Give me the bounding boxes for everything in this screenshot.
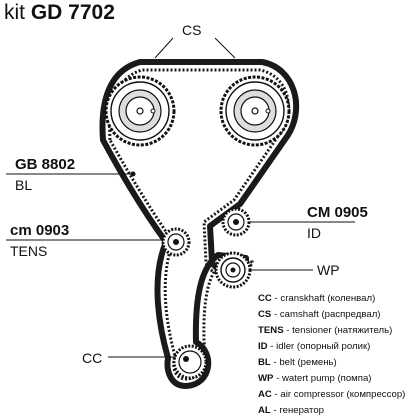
kit-code: GD 7702 [30, 1, 115, 24]
camshaft-sprocket-right [219, 75, 291, 147]
legend-item: AC - air compressor (компрессор) [258, 389, 406, 400]
idler-label: ID [307, 225, 321, 241]
water-pump-sprocket [214, 251, 252, 289]
legend-abbr: WP [258, 373, 274, 384]
belt-code-label: GB 8802 [15, 156, 76, 173]
legend-abbr: CC [258, 293, 272, 304]
wp-label: WP [317, 262, 340, 278]
cc-label: CC [82, 350, 103, 366]
belt-label: BL [15, 177, 33, 193]
tens-code-label: cm 0903 [10, 222, 70, 239]
belt-leader-dot [130, 171, 136, 177]
legend-item: WP - watert pump (помпа) [258, 373, 372, 384]
legend-item: CS - camshaft (распредвал) [258, 309, 381, 320]
legend-item: ID - idler (опорный ролик) [258, 341, 371, 352]
legend-abbr: CS [258, 309, 272, 320]
legend-abbr: AC [258, 389, 272, 400]
kit-prefix: kit [4, 1, 25, 24]
legend-text: tensioner (натяжитель) [292, 325, 393, 336]
legend-text: belt (ремень) [279, 357, 337, 368]
cs-leader-line-right [214, 37, 236, 59]
idler-pulley [221, 207, 251, 237]
cs-label: CS [182, 22, 202, 38]
legend-text: air compressor (компрессор) [280, 389, 406, 400]
tens-label: TENS [10, 243, 48, 259]
legend: CC - cranskhaft (коленвал) CS - camshaft… [258, 291, 418, 419]
legend-abbr: BL [258, 357, 271, 368]
legend-abbr: TENS [258, 325, 284, 336]
cs-leader-line [154, 37, 174, 59]
tensioner-pulley [161, 227, 191, 257]
legend-text: camshaft (распредвал) [279, 309, 381, 320]
legend-abbr: ID [258, 341, 268, 352]
camshaft-sprocket-left [104, 75, 176, 147]
leader-lines [6, 37, 355, 358]
legend-text: генератор [279, 405, 325, 416]
belt [99, 59, 300, 389]
legend-text: idler (опорный ролик) [276, 341, 371, 352]
legend-item: CC - cranskhaft (коленвал) [258, 293, 376, 304]
kit-title: kit GD 7702 [4, 0, 115, 26]
legend-text: cranskhaft (коленвал) [280, 293, 376, 304]
legend-item: AL - генератор [258, 405, 325, 416]
legend-item: BL - belt (ремень) [258, 357, 337, 368]
legend-text: watert pump (помпа) [282, 373, 372, 384]
legend-abbr: AL [258, 405, 271, 416]
legend-item: TENS - tensioner (натяжитель) [258, 325, 393, 336]
crankshaft-sprocket [172, 344, 208, 380]
idler-code-label: CM 0905 [307, 204, 368, 221]
